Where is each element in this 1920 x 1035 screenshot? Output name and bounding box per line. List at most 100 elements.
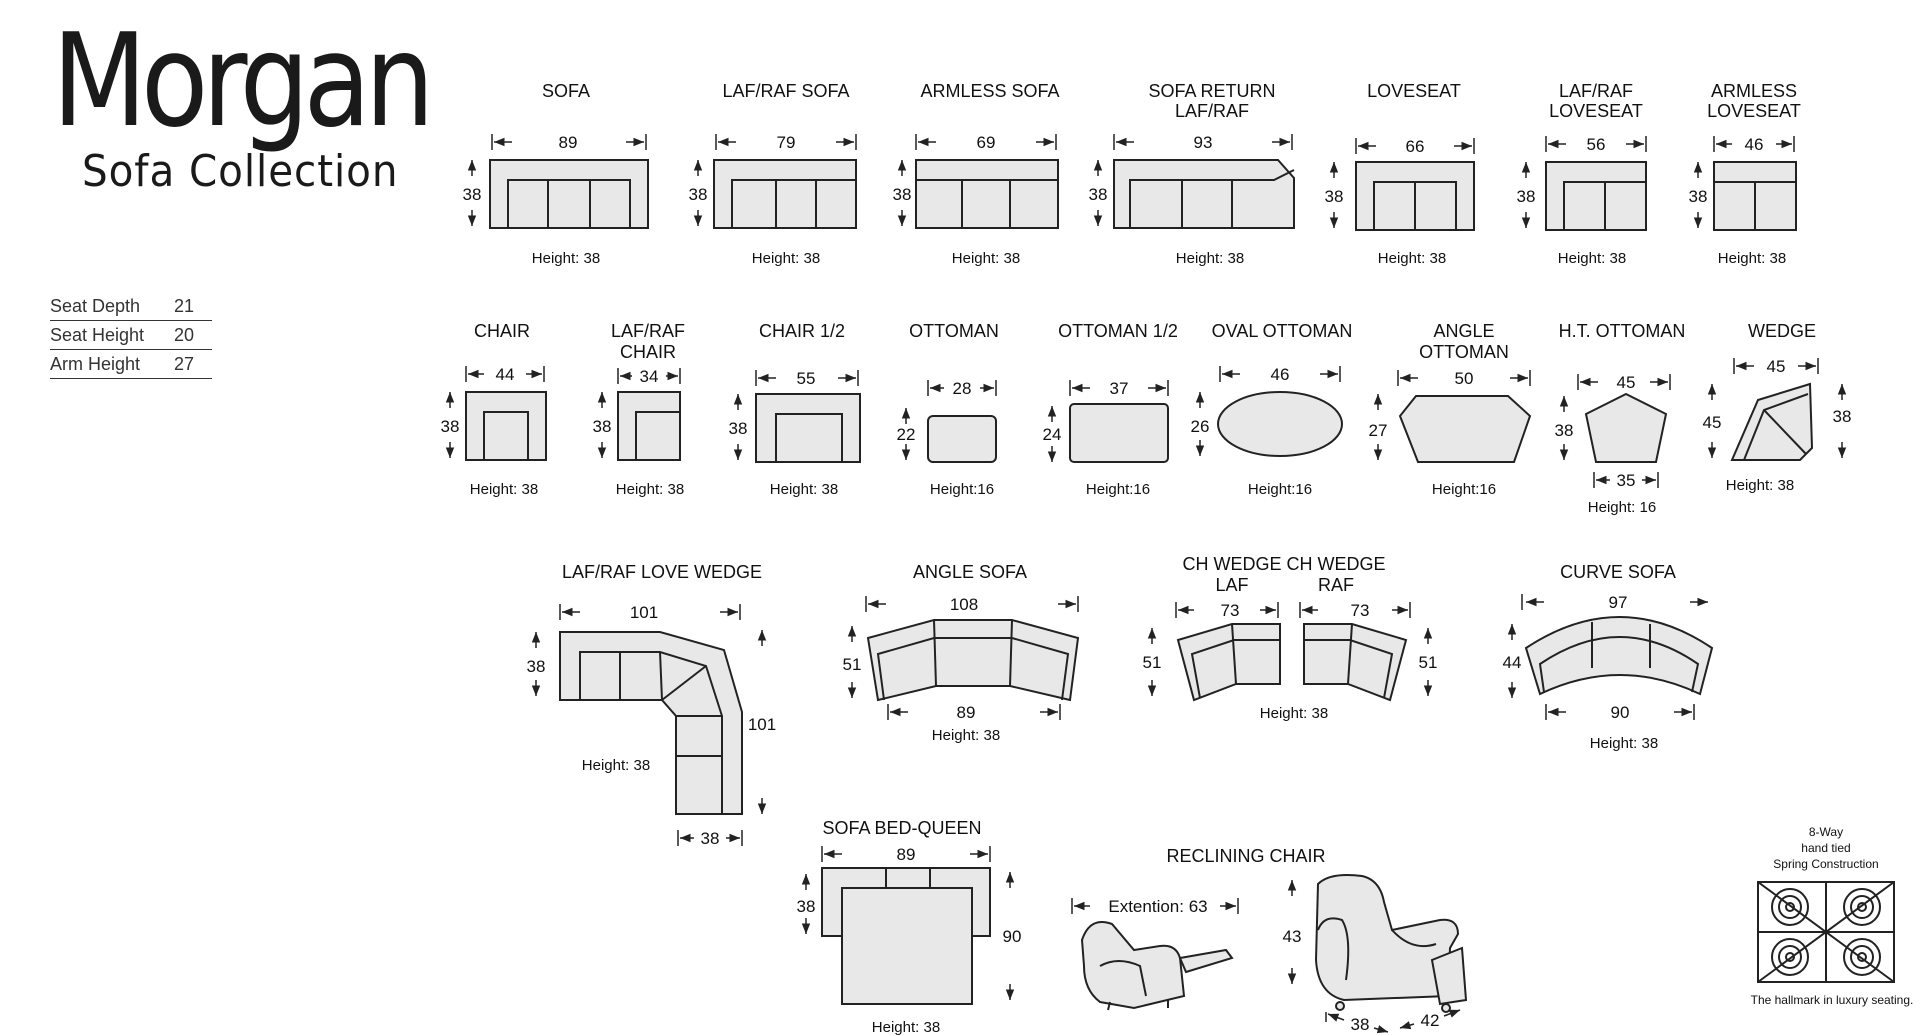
width-label: 45 bbox=[1767, 357, 1786, 376]
angle-ottoman-outline bbox=[1398, 395, 1532, 463]
width-label: 34 bbox=[640, 367, 659, 386]
width-label: 79 bbox=[777, 133, 796, 152]
height-label: Height: 38 bbox=[470, 481, 538, 498]
item-armless-sofa: ARMLESS SOFA 69 38 Height: 38 bbox=[893, 81, 1060, 267]
recliner-front-body bbox=[1314, 874, 1460, 1002]
height-label: Height:16 bbox=[930, 481, 994, 498]
ch-wedge-laf-seat bbox=[1190, 639, 1280, 699]
sofa-outline bbox=[489, 159, 649, 229]
chair-outline bbox=[755, 393, 861, 463]
loveseat-seat bbox=[1563, 181, 1646, 230]
item-angle-ottoman: ANGLE OTTOMAN 50 27 Height:16 bbox=[1369, 321, 1532, 498]
seat-divider bbox=[1347, 623, 1353, 685]
recliner-side-footrest bbox=[1178, 948, 1234, 974]
width-label: 50 bbox=[1455, 369, 1474, 388]
depth-label: 38 bbox=[593, 417, 612, 436]
depth-label: 38 bbox=[1555, 421, 1574, 440]
height-label: Height: 38 bbox=[532, 250, 600, 267]
depth-label: 38 bbox=[1689, 187, 1708, 206]
depth-label: 38 bbox=[1089, 185, 1108, 204]
recliner-depth-label: 38 bbox=[1351, 1015, 1370, 1034]
width-label: 93 bbox=[1194, 133, 1213, 152]
coil-spring bbox=[1843, 888, 1882, 926]
width-label: 44 bbox=[496, 365, 515, 384]
item-loveseat: LOVESEAT 66 38 Height: 38 bbox=[1325, 81, 1475, 267]
depth-label: 38 bbox=[729, 419, 748, 438]
width-label: 56 bbox=[1587, 135, 1606, 154]
item-name-line1: SOFA RETURN bbox=[1148, 81, 1275, 101]
recliner-width-label: 42 bbox=[1421, 1011, 1440, 1030]
item-name: SOFA bbox=[542, 81, 590, 101]
width-label: 37 bbox=[1110, 379, 1129, 398]
depth-label: 26 bbox=[1191, 417, 1210, 436]
spring-grid-diagonal bbox=[1757, 881, 1895, 983]
height-label: Height: 38 bbox=[770, 481, 838, 498]
recliner-height-label: 43 bbox=[1283, 927, 1302, 946]
item-ottoman-half: OTTOMAN 1/2 37 24 Height:16 bbox=[1043, 321, 1178, 498]
width-label: 89 bbox=[559, 133, 578, 152]
ottoman-outline bbox=[1069, 403, 1169, 463]
item-name: SOFA BED-QUEEN bbox=[822, 818, 981, 838]
depth-label: 51 bbox=[1143, 653, 1162, 672]
spec-row-arm-height: Arm Height 27 bbox=[50, 350, 212, 379]
height-label: Height: 38 bbox=[1726, 477, 1794, 494]
item-name-line1: LAF/RAF bbox=[611, 321, 685, 341]
width-label: 55 bbox=[797, 369, 816, 388]
depth-label: 22 bbox=[897, 425, 916, 444]
depth-label: 38 bbox=[689, 185, 708, 204]
item-name-line2: OTTOMAN bbox=[1419, 342, 1509, 362]
item-name: LAF/RAF LOVE WEDGE bbox=[562, 562, 762, 582]
sofa-bed-mattress bbox=[841, 887, 973, 1005]
width-label: 101 bbox=[630, 603, 658, 622]
depth-label: 38 bbox=[797, 897, 816, 916]
chair-seat bbox=[775, 413, 843, 462]
item-sofa-return: SOFA RETURN LAF/RAF 93 38 Height: 38 bbox=[1089, 81, 1295, 267]
height-label: Height:16 bbox=[1432, 481, 1496, 498]
item-chair-half: CHAIR 1/2 55 38 Height: 38 bbox=[729, 321, 861, 498]
curve-sofa-outline bbox=[1524, 616, 1714, 696]
width-label: 69 bbox=[977, 133, 996, 152]
spec-table: Seat Depth 21 Seat Height 20 Arm Height … bbox=[50, 292, 212, 379]
chair-seat bbox=[635, 411, 680, 460]
loveseat-outline bbox=[1545, 161, 1647, 231]
brand-subtitle: Sofa Collection bbox=[82, 146, 399, 197]
item-reclining-chair: RECLINING CHAIR Extention: 63 43 38 42 bbox=[1071, 846, 1468, 1034]
item-name: CURVE SOFA bbox=[1560, 562, 1676, 582]
item-name: LAF/RAF SOFA bbox=[722, 81, 849, 101]
depth-label: 45 bbox=[1703, 413, 1722, 432]
width-label: 46 bbox=[1745, 135, 1764, 154]
bottom-width-label: 38 bbox=[701, 829, 720, 848]
ch-wedge-raf-seat bbox=[1304, 639, 1394, 699]
chair-outline bbox=[617, 391, 681, 461]
recliner-front-arm bbox=[1317, 917, 1350, 981]
brand-title: Morgan bbox=[52, 7, 435, 156]
item-name-line1: CH WEDGE bbox=[1287, 554, 1386, 574]
item-name-line1: ANGLE bbox=[1433, 321, 1494, 341]
bottom-width-label: 35 bbox=[1617, 471, 1636, 490]
spec-label: Seat Depth bbox=[50, 295, 141, 316]
item-laf-raf-loveseat: LAF/RAF LOVESEAT 56 38 Height: 38 bbox=[1517, 81, 1647, 267]
oval-ottoman-outline bbox=[1217, 391, 1343, 457]
love-wedge-outline bbox=[559, 631, 743, 815]
height-label: Height: 38 bbox=[1590, 735, 1658, 752]
height-label: Height: 38 bbox=[872, 1019, 940, 1035]
curve-sofa-seat bbox=[1538, 636, 1700, 693]
spec-row-seat-height: Seat Height 20 bbox=[50, 321, 212, 350]
height-label: Height: 16 bbox=[1588, 499, 1656, 516]
seat-divider bbox=[1009, 619, 1013, 687]
item-sofa: SOFA 89 38 Height: 38 bbox=[463, 81, 649, 267]
angle-sofa-seat bbox=[876, 637, 1070, 701]
recliner-seat-line bbox=[1391, 929, 1437, 948]
depth-label: 38 bbox=[1325, 187, 1344, 206]
sofa-seat bbox=[1129, 169, 1295, 228]
item-name-line2: LOVESEAT bbox=[1707, 101, 1801, 121]
height-label: Height:16 bbox=[1248, 481, 1312, 498]
item-laf-raf-chair: LAF/RAF CHAIR 34 38 Height: 38 bbox=[593, 321, 685, 498]
item-name-line2: LAF/RAF bbox=[1175, 101, 1249, 121]
height-label: Height:16 bbox=[1086, 481, 1150, 498]
item-oval-ottoman: OVAL OTTOMAN 46 26 Height:16 bbox=[1191, 321, 1353, 498]
item-name: OVAL OTTOMAN bbox=[1212, 321, 1353, 341]
item-name: WEDGE bbox=[1748, 321, 1816, 341]
item-love-wedge: LAF/RAF LOVE WEDGE 101 38 101 38 Height:… bbox=[527, 562, 777, 848]
height-label: Height: 38 bbox=[582, 757, 650, 774]
